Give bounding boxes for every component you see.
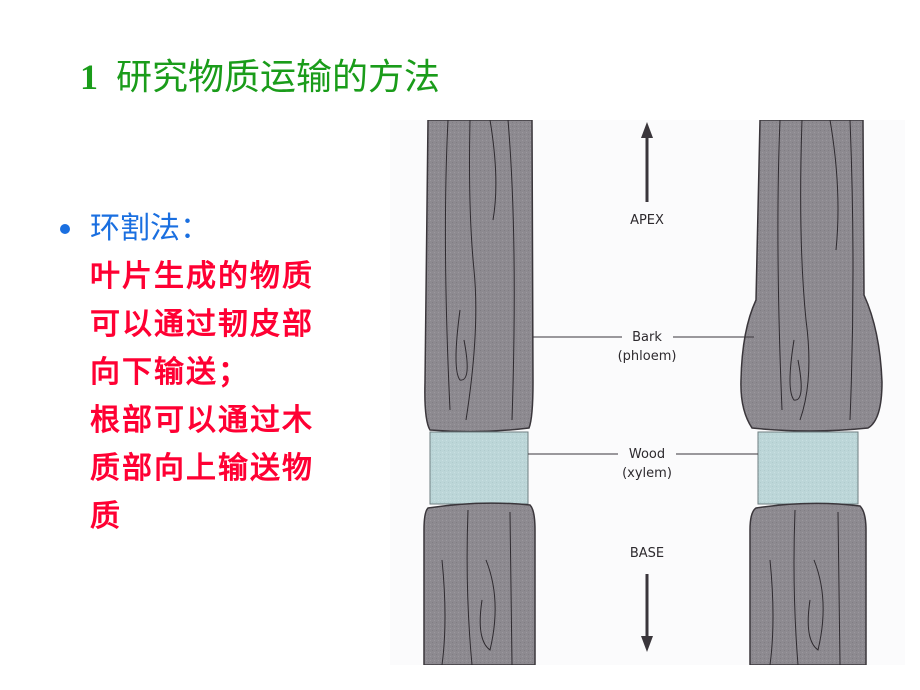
girdling-diagram: APEX Bark (phloem) Wood (xylem) BASE [390, 120, 905, 665]
bullet-block: 环割法： 叶片生成的物质 可以通过韧皮部 向下输送； 根部可以通过木 质部向上输… [58, 205, 388, 541]
girdling-diagram-svg: APEX Bark (phloem) Wood (xylem) BASE [423, 120, 883, 665]
right-stump [740, 120, 883, 665]
body-line: 质部向上输送物 [90, 451, 314, 486]
bark-label: Bark [632, 330, 662, 345]
phloem-label: (phloem) [618, 349, 677, 364]
bullet-body: 叶片生成的物质 可以通过韧皮部 向下输送； 根部可以通过木 质部向上输送物 质 [90, 253, 388, 541]
bullet-dot-icon [60, 224, 70, 234]
body-line: 叶片生成的物质 [90, 259, 314, 294]
bullet-heading: 环割法： [90, 211, 210, 246]
apex-label: APEX [630, 213, 664, 228]
apex-arrow-icon [641, 122, 653, 202]
xylem-label: (xylem) [622, 466, 672, 481]
bullet-heading-row: 环割法： [58, 205, 388, 253]
body-line: 根部可以通过木 [90, 403, 314, 438]
title-text: 研究物质运输的方法 [116, 57, 441, 98]
base-arrow-icon [641, 574, 653, 652]
left-stump [423, 120, 536, 665]
body-line: 可以通过韧皮部 [90, 307, 314, 342]
wood-label: Wood [629, 447, 665, 462]
title-number: 1 [80, 57, 98, 97]
slide-title: 1 研究物质运输的方法 [80, 52, 440, 102]
base-label: BASE [630, 546, 664, 561]
body-line: 质 [90, 499, 122, 534]
body-line: 向下输送； [90, 355, 250, 390]
